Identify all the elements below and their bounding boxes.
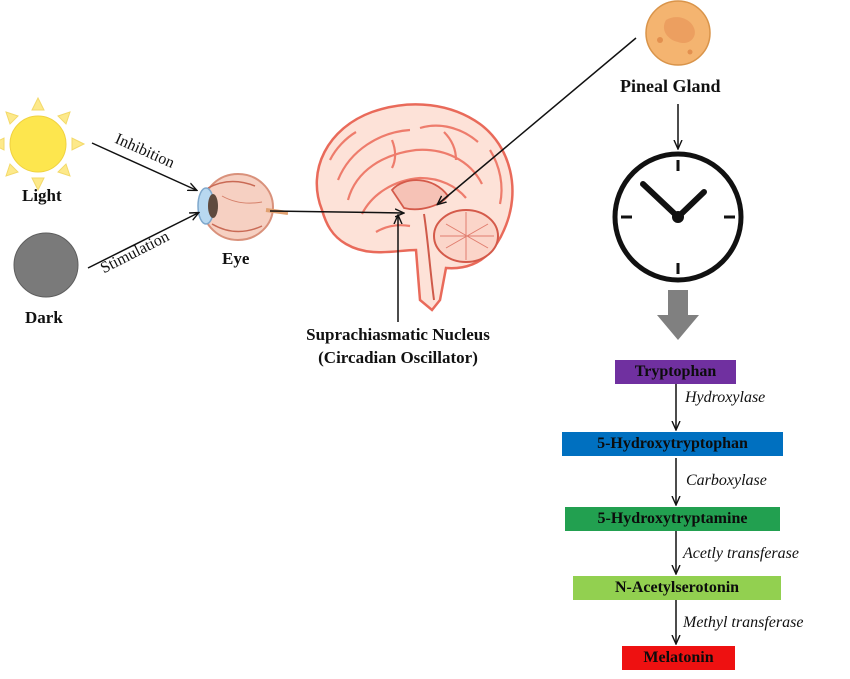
eye-to-brain-arrow	[269, 211, 403, 213]
enzyme-methyl-transferase: Methyl transferase	[683, 614, 804, 631]
compound-5-hydroxytryptophan: 5-Hydroxytryptophan	[562, 432, 783, 456]
scn-label-line1: Suprachiasmatic Nucleus	[306, 325, 490, 344]
clock-icon	[612, 151, 744, 283]
compound-melatonin: Melatonin	[622, 646, 735, 670]
compound-n-acetylserotonin: N-Acetylserotonin	[573, 576, 781, 600]
enzyme-hydroxylase: Hydroxylase	[685, 389, 766, 406]
enzyme-acetyl-transferase: Acetly transferase	[683, 545, 799, 562]
compound-tryptophan: Tryptophan	[615, 360, 736, 384]
dark-circle-icon	[13, 232, 79, 298]
scn-label-line2: (Circadian Oscillator)	[318, 348, 478, 367]
inhibition-arrow	[91, 142, 196, 190]
pineal-gland-icon	[645, 0, 711, 66]
eye-icon	[197, 173, 289, 241]
brain-icon	[315, 103, 514, 312]
down-arrow	[657, 290, 699, 340]
pineal-pointer-arrow	[438, 37, 637, 204]
compound-5-hydroxytryptamine: 5-Hydroxytryptamine	[565, 507, 780, 531]
stimulation-arrow	[87, 213, 198, 269]
eye-label: Eye	[222, 249, 250, 268]
sun-icon	[0, 96, 86, 192]
pineal-gland-label: Pineal Gland	[620, 76, 721, 96]
light-label: Light	[22, 186, 62, 205]
enzyme-carboxylase: Carboxylase	[686, 472, 767, 489]
dark-label: Dark	[25, 308, 63, 327]
